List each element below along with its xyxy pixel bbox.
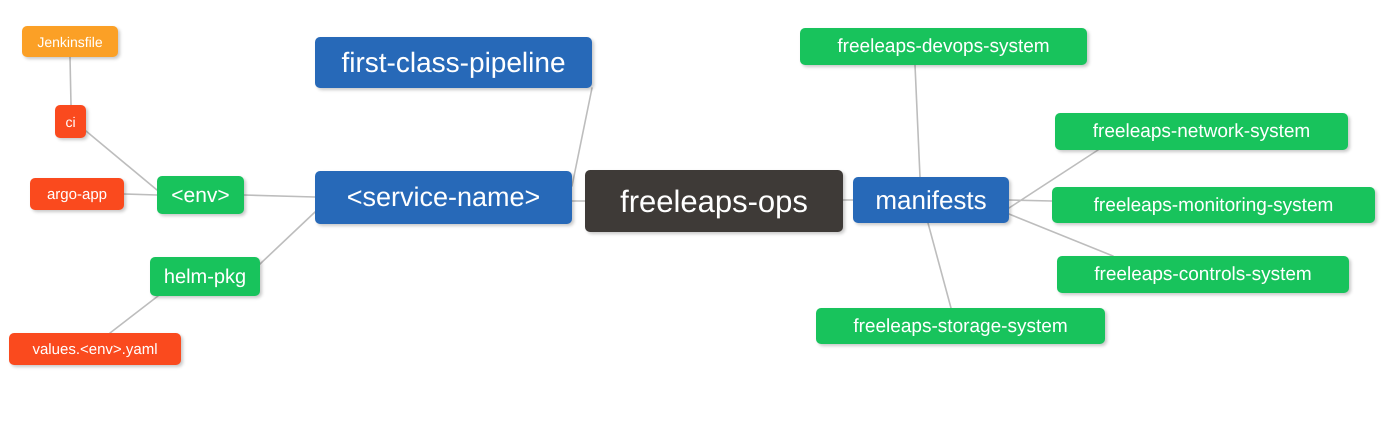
node-helm-pkg[interactable]: helm-pkg (150, 257, 260, 296)
node-label-env: <env> (171, 183, 230, 207)
node-label-service-name: <service-name> (346, 182, 541, 212)
edge-jenkinsfile-to-ci (69, 56, 72, 106)
node-values-yaml[interactable]: values.<env>.yaml (9, 333, 181, 365)
edge-argo-app-to-env (123, 193, 158, 196)
node-freeleaps-controls-system[interactable]: freeleaps-controls-system (1057, 256, 1349, 293)
node-manifests[interactable]: manifests (853, 177, 1009, 223)
node-freeleaps-storage-system[interactable]: freeleaps-storage-system (816, 308, 1105, 344)
node-freeleaps-ops[interactable]: freeleaps-ops (585, 170, 843, 232)
node-env[interactable]: <env> (157, 176, 244, 214)
node-label-freeleaps-devops-system: freeleaps-devops-system (837, 36, 1050, 57)
edge-service-name-to-helm-pkg (259, 211, 316, 265)
node-label-jenkinsfile: Jenkinsfile (37, 33, 103, 50)
node-label-ci: ci (65, 113, 76, 130)
node-label-values-yaml: values.<env>.yaml (32, 340, 158, 358)
edge-manifests-to-freeleaps-monitoring-system (1008, 199, 1053, 202)
edge-env-to-service-name (243, 194, 316, 198)
node-freeleaps-devops-system[interactable]: freeleaps-devops-system (800, 28, 1087, 65)
node-label-helm-pkg: helm-pkg (163, 265, 247, 288)
node-freeleaps-network-system[interactable]: freeleaps-network-system (1055, 113, 1348, 150)
node-label-freeleaps-network-system: freeleaps-network-system (1092, 121, 1311, 142)
node-label-manifests: manifests (875, 185, 987, 215)
edge-helm-pkg-to-values-yaml (109, 295, 159, 334)
edge-manifests-to-freeleaps-devops-system (914, 64, 921, 178)
node-first-class-pipeline[interactable]: first-class-pipeline (315, 37, 592, 88)
node-ci[interactable]: ci (55, 105, 86, 138)
node-argo-app[interactable]: argo-app (30, 178, 124, 210)
node-service-name[interactable]: <service-name> (315, 171, 572, 224)
node-freeleaps-monitoring-system[interactable]: freeleaps-monitoring-system (1052, 187, 1375, 223)
edge-manifests-to-freeleaps-storage-system (927, 222, 952, 309)
node-label-argo-app: argo-app (46, 185, 108, 203)
node-label-first-class-pipeline: first-class-pipeline (341, 46, 566, 78)
node-jenkinsfile[interactable]: Jenkinsfile (22, 26, 118, 57)
node-label-freeleaps-monitoring-system: freeleaps-monitoring-system (1093, 194, 1334, 216)
node-label-freeleaps-storage-system: freeleaps-storage-system (853, 315, 1068, 337)
node-label-freeleaps-controls-system: freeleaps-controls-system (1094, 264, 1312, 285)
node-label-freeleaps-ops: freeleaps-ops (620, 183, 808, 219)
